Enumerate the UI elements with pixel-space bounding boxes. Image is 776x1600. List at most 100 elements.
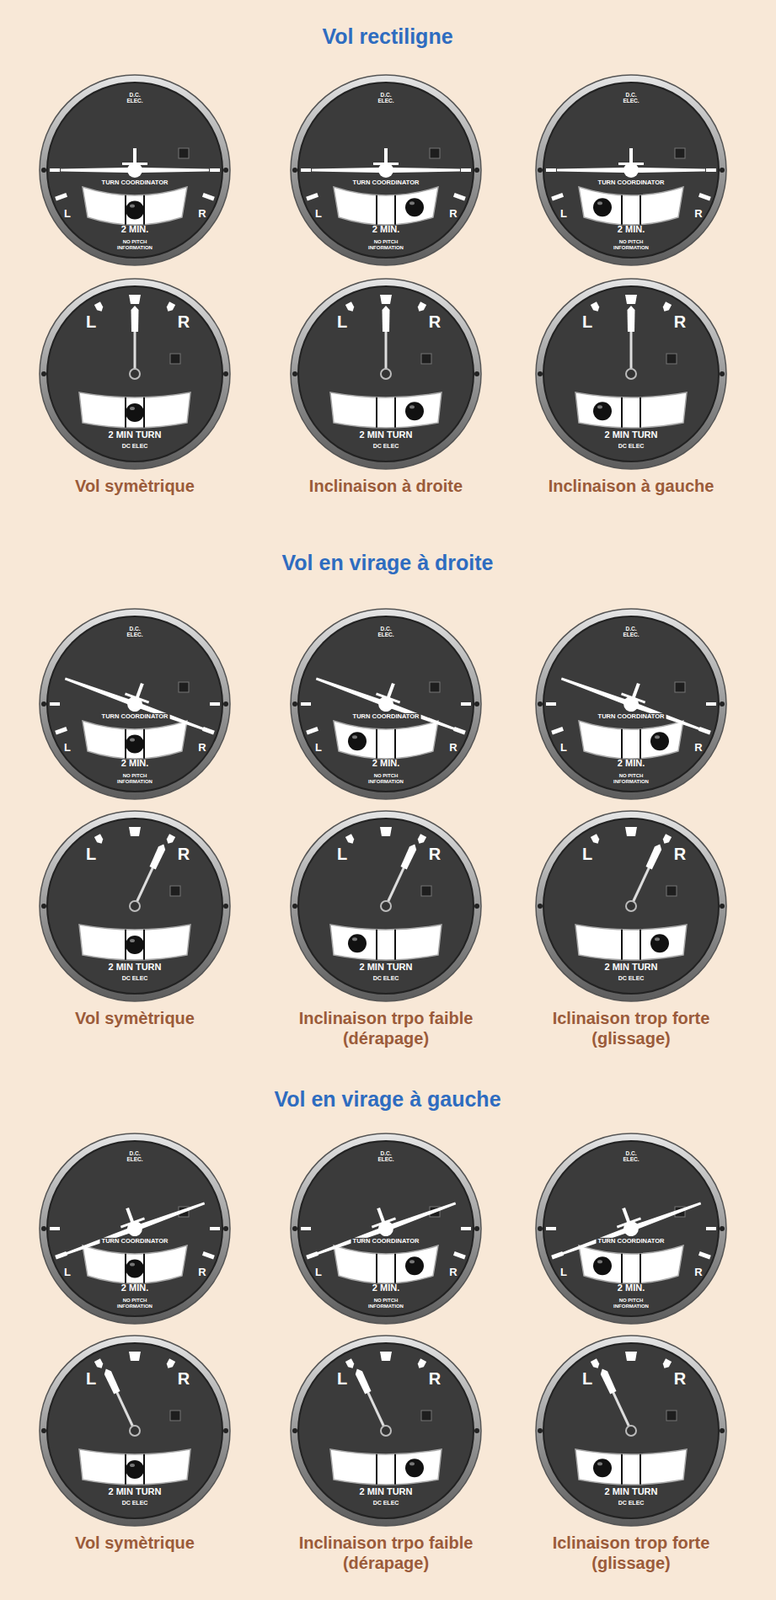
instrument-marking: L [582,845,593,864]
bezel [535,1336,727,1527]
aircraft-fuselage [375,1219,396,1239]
instrument-marking: R [674,312,686,332]
inclinometer-tube [575,1450,687,1486]
needle-pivot [626,901,637,912]
dial-face [47,818,223,995]
level-mark [545,1227,557,1231]
aircraft-fuselage [623,162,639,178]
instrument-marking: 2 MIN. [617,758,645,769]
ball-highlight [597,1462,603,1467]
turn-and-slip-indicator: LR2 MIN TURNDC ELEC [288,1334,483,1529]
rate-mark [306,728,318,734]
level-mark [49,1227,60,1231]
bezel [39,811,231,1002]
turn-coordinator: D.C. ELEC.TURN COORDINATORLR2 MIN.NO PIT… [37,607,232,802]
inclinometer-tube [578,187,684,225]
instrument-marking: L [337,1370,348,1389]
power-flag [170,1411,181,1422]
instrument-marking: TURN COORDINATOR [351,713,422,721]
rate-mark [94,834,105,846]
ball-highlight [129,1464,135,1468]
reference-line [639,1254,642,1285]
inclinometer-tube [333,187,439,225]
turn-needle [627,843,664,909]
ball-highlight [654,735,660,739]
inclinometer-ball [593,198,612,217]
level-mark [209,168,220,172]
level-mark [706,168,717,172]
instrument-marking: R [177,312,190,332]
instrument-marking: TURN COORDINATOR [596,179,667,187]
rate-mark [94,301,105,313]
inclinometer-ball [405,401,424,421]
bezel [290,1336,482,1527]
reference-line [620,729,623,760]
turn-needle [131,305,140,375]
reference-line [394,397,397,429]
instrument-marking: 2 MIN. [372,1283,400,1294]
dial-face [298,286,474,462]
turn-coordinator: D.C. ELEC.TURN COORDINATORLR2 MIN.NO PIT… [288,607,483,802]
center-mark [625,827,637,837]
dial-face [298,1343,474,1520]
screw [41,1226,47,1232]
turn-and-slip-indicator: LR2 MIN TURNDC ELEC [37,1334,232,1529]
screw [223,371,229,377]
reference-line [375,930,378,961]
instrument-marking: L [85,845,97,864]
rate-mark [661,834,672,846]
instrument-marking: DC ELEC [122,443,149,450]
instrument-marking: D.C. ELEC. [620,91,642,104]
needle-shaft [612,1391,632,1432]
dial-face [47,616,223,793]
instrument-marking: NO PITCH INFORMATION [364,1298,407,1310]
instrument-marking: 2 MIN TURN [604,962,659,973]
instrument-marking: 2 MIN. [121,1283,149,1294]
needle-shaft [116,1391,135,1432]
screw [537,1226,543,1232]
instrument-marking: NO PITCH INFORMATION [113,1298,156,1310]
inclinometer-ball [593,401,612,421]
screw [292,701,298,707]
needle-pivot [129,1426,140,1437]
rate-mark [165,301,176,313]
aircraft-symbol [308,1182,458,1262]
needle-pivot [129,369,140,380]
instrument-drawing [288,277,483,471]
rate-mark [454,194,466,199]
level-mark [545,168,557,172]
turn-needle [599,1368,635,1434]
instrument-marking: R [177,1370,190,1389]
instrument-marking: R [177,845,190,864]
instrument-marking: DC ELEC [618,443,645,450]
instrument-marking: NO PITCH INFORMATION [610,239,653,251]
level-mark [300,1227,311,1231]
bezel [39,1134,231,1325]
level-mark [49,702,60,707]
needle-pivot [380,369,391,380]
instrument-marking: R [694,208,702,220]
screw [41,1428,47,1435]
dial-face [543,1141,719,1317]
center-mark [379,1352,392,1362]
ball-highlight [409,201,415,205]
bezel [535,278,727,470]
instrument-marking: D.C. ELEC. [620,626,642,638]
instrument-marking: DC ELEC [373,443,400,450]
center-mark [625,1352,637,1362]
screw [292,167,298,173]
needle-tip [382,305,391,332]
screw [537,904,543,910]
instrument-marking: R [449,208,457,220]
instrument-marking: L [315,742,322,755]
section-heading: Vol rectiligne [321,24,453,49]
caption: Vol symètrique [29,476,241,497]
rate-mark [551,1253,563,1258]
caption: Iclinaison trop forte (glissage) [525,1533,737,1574]
instrument-marking: L [560,1267,568,1280]
power-flag [178,682,189,693]
aircraft-symbol [62,658,212,737]
instrument-marking: DC ELEC [373,975,400,983]
inclinometer-ball [125,1260,145,1280]
inclinometer-ball [125,1461,145,1480]
